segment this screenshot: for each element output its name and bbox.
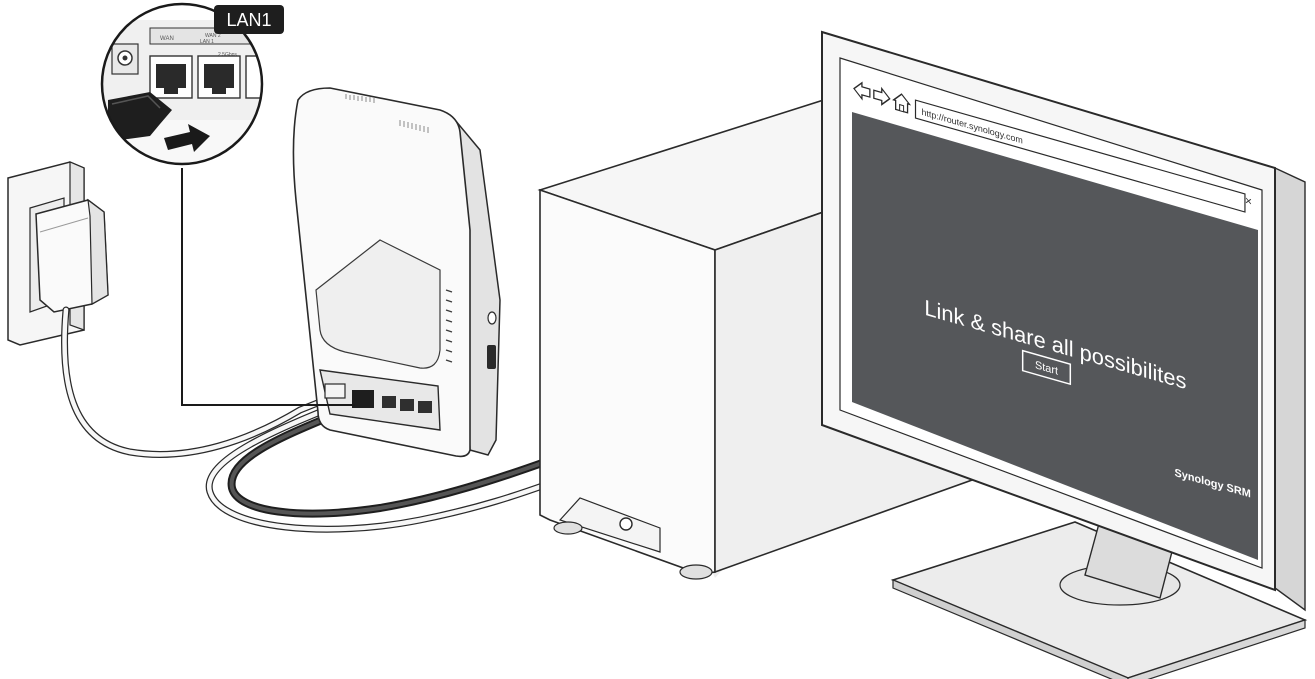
lan1-label: LAN1 xyxy=(226,10,271,30)
lan1-label-badge: LAN1 xyxy=(214,5,284,34)
power-adapter xyxy=(36,200,108,312)
router xyxy=(293,88,500,456)
panel-tag-wan: WAN xyxy=(160,36,174,42)
close-icon[interactable]: × xyxy=(1245,193,1252,209)
panel-tag-lan1: LAN 1 xyxy=(200,39,214,45)
